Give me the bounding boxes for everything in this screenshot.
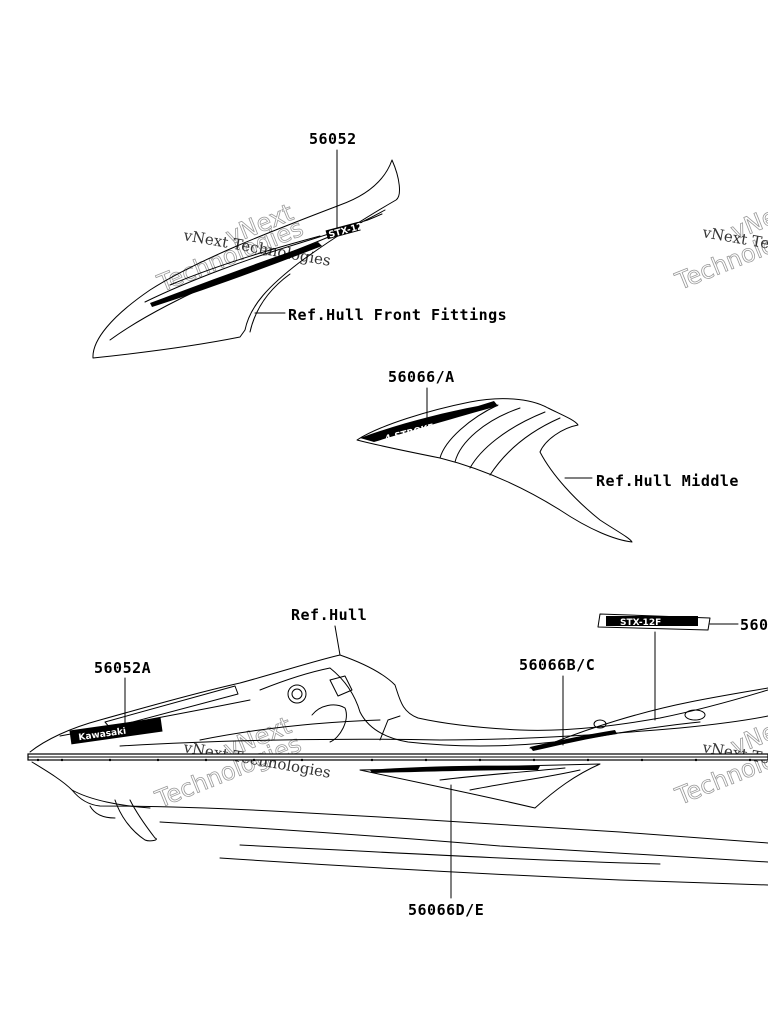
label-56052: 56052	[309, 130, 357, 148]
side-logo-decal: STX-12F	[597, 613, 711, 631]
label-ref-hull-front-fittings: Ref.Hull Front Fittings	[288, 306, 507, 324]
label-right-part: 560	[740, 616, 768, 634]
watermark-3: vNext Technologies vNext Technologies	[150, 711, 332, 814]
front-logo-decal: STX-12F	[325, 220, 370, 241]
hull-middle-fittings-drawing: 4-STROKE	[356, 398, 633, 543]
lower-side-decal	[359, 763, 601, 809]
watermark-2: vNext Technologies vNext Technologies	[670, 193, 768, 296]
kawasaki-logo-decal: Kawasaki	[69, 717, 163, 745]
label-56052A: 56052A	[94, 659, 151, 677]
rivet-dots	[36, 758, 752, 762]
front-logo-text: STX-12F	[328, 220, 370, 240]
label-ref-hull: Ref.Hull	[291, 606, 367, 624]
label-ref-hull-middle: Ref.Hull Middle	[596, 472, 739, 490]
leader-ref-hull	[334, 625, 341, 656]
side-logo-text: STX-12F	[620, 618, 661, 628]
main-hull-drawing: Kawasaki	[27, 654, 768, 886]
label-56066DE: 56066D/E	[408, 901, 484, 919]
label-56066BC: 56066B/C	[519, 656, 595, 674]
label-56066A: 56066/A	[388, 368, 455, 386]
